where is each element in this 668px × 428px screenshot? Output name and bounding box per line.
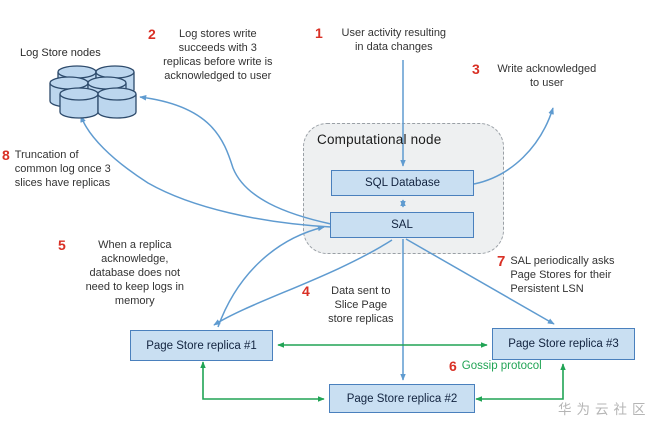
arrow-sal-to-logstores-truncation (80, 115, 332, 228)
page-store-replica-2-box: Page Store replica #2 (329, 384, 475, 413)
page-store-replica-3-box: Page Store replica #3 (492, 328, 635, 360)
annotation-6-number: 6 (449, 358, 457, 374)
annotation-1-text: User activity resulting in data changes (341, 27, 447, 54)
annotation-3-text: Write acknowledged to user (497, 63, 597, 90)
annotation-8-number: 8 (2, 147, 10, 163)
watermark-huawei-cloud-community: 华为云社区 (558, 402, 651, 417)
annotation-6-gossip-protocol: 6 Gossip protocol (449, 358, 542, 374)
cylinder-icon (87, 76, 127, 108)
annotation-8-truncation: 8 Truncation of common log once 3 slices… (2, 147, 111, 190)
sal-box: SAL (330, 212, 474, 238)
annotation-4-data-sent-to-slices: 4 Data sent to Slice Page store replicas (302, 283, 407, 326)
page-store-replica-1-label: Page Store replica #1 (146, 339, 257, 352)
annotation-7-number: 7 (497, 253, 506, 270)
log-store-nodes-label: Log Store nodes (20, 47, 101, 59)
annotation-5-replica-acknowledge: 5 When a replica acknowledge, database d… (58, 237, 199, 308)
cylinder-icon (49, 76, 89, 108)
annotation-8-text: Truncation of common log once 3 slices h… (14, 149, 111, 190)
annotation-5-number: 5 (58, 237, 66, 253)
page-store-replica-1-box: Page Store replica #1 (130, 330, 273, 361)
annotation-4-number: 4 (302, 283, 310, 299)
annotation-2-number: 2 (148, 26, 156, 42)
annotation-4-text: Data sent to Slice Page store replicas (328, 285, 394, 326)
log-store-nodes-icon (49, 65, 137, 119)
page-store-replica-3-label: Page Store replica #3 (508, 338, 619, 350)
cylinder-icon (59, 87, 99, 119)
cylinder-icon (95, 65, 135, 97)
sql-database-label: SQL Database (364, 177, 440, 189)
gossip-protocol-label: Gossip protocol (461, 360, 542, 372)
annotation-1-number: 1 (315, 25, 323, 41)
annotation-1-user-activity: 1 User activity resulting in data change… (315, 25, 460, 54)
annotation-3-write-acknowledged: 3 Write acknowledged to user (472, 61, 609, 90)
sql-database-box: SQL Database (331, 170, 474, 196)
cylinder-icon (57, 65, 97, 97)
cylinder-icon (97, 87, 137, 119)
page-store-replica-2-label: Page Store replica #2 (346, 392, 458, 405)
sal-label: SAL (391, 219, 413, 231)
annotation-7-text: SAL periodically asks Page Stores for th… (510, 255, 615, 296)
gossip-arrow-ps1-ps2 (200, 361, 325, 402)
annotation-3-number: 3 (472, 61, 480, 77)
annotation-2-text: Log stores write succeeds with 3 replica… (163, 28, 273, 83)
annotation-7-sal-asks-lsn: 7 SAL periodically asks Page Stores for … (497, 253, 615, 296)
annotation-5-text: When a replica acknowledge, database doe… (85, 239, 185, 308)
computational-node-label: Computational node (317, 132, 442, 147)
annotation-2-log-stores-write: 2 Log stores write succeeds with 3 repli… (148, 26, 275, 83)
